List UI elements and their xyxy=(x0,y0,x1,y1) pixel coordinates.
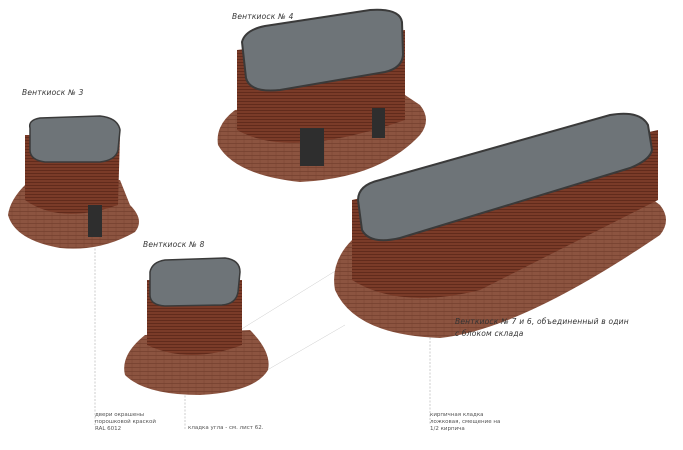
door xyxy=(88,205,102,237)
kiosk-3-title: Венткиоск № 3 xyxy=(22,88,84,97)
brickwork-note: кирпичная кладка ложковая, смещение на 1… xyxy=(430,412,501,432)
kiosk-4-title: Венткиоск № 4 xyxy=(232,12,294,21)
kiosk-8-title: Венткиоск № 8 xyxy=(143,240,205,249)
kiosk-8 xyxy=(124,257,269,395)
kiosk-7-6-title-line2: с блоком склада xyxy=(455,329,524,338)
doors-note: двери окрашены порошковой краской RAL 60… xyxy=(95,412,156,432)
kiosk-3 xyxy=(8,115,139,249)
door xyxy=(372,108,385,138)
kiosk-4 xyxy=(217,8,426,182)
kiosk-7-6 xyxy=(334,112,666,338)
door xyxy=(300,128,324,166)
kiosk-7-6-title-line1: Венткиоск № 7 и 6, объединенный в один xyxy=(455,317,629,326)
corner-note: кладка угла - см. лист 62. xyxy=(188,425,264,431)
leader-lines xyxy=(94,245,431,430)
